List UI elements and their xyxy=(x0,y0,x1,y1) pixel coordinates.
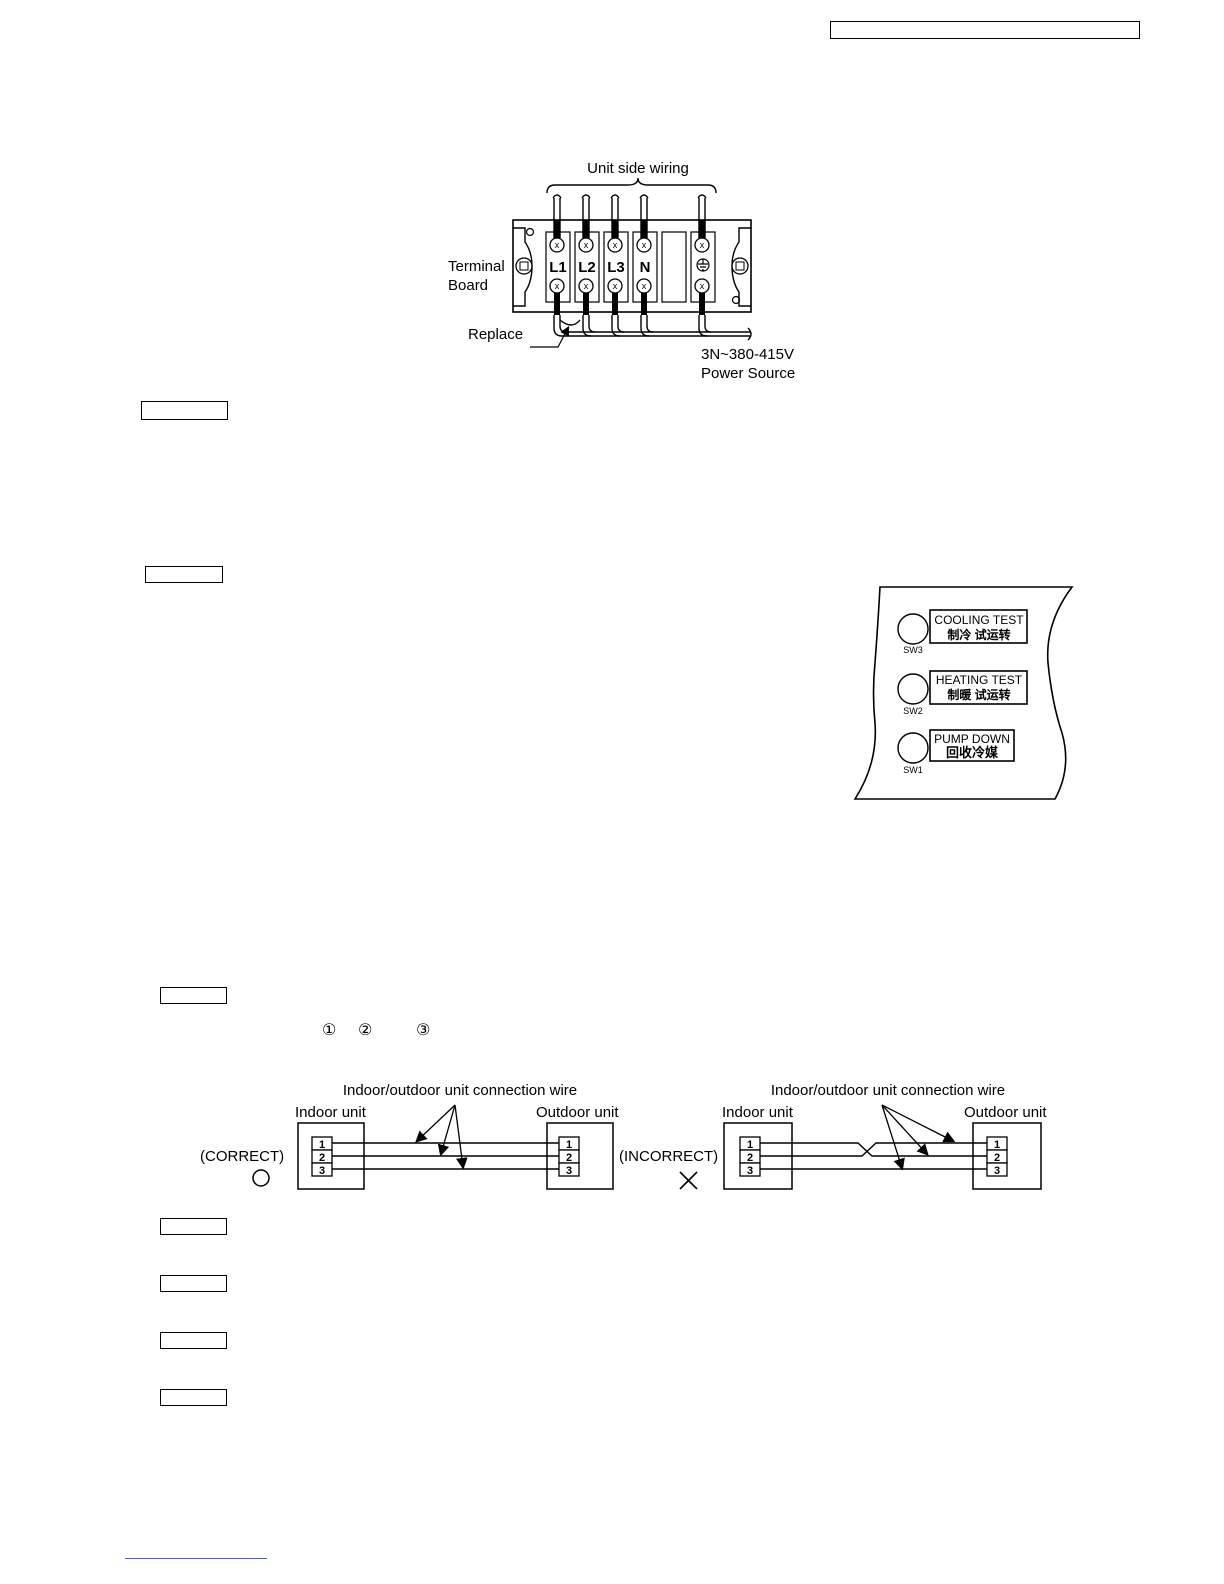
svg-text:x: x xyxy=(700,240,705,250)
correct-outdoor-label: Outdoor unit xyxy=(536,1104,619,1121)
step-label-box-7 xyxy=(160,1389,227,1406)
step-label-box-5 xyxy=(160,1275,227,1292)
test-switch-panel: SW3 COOLING TEST 制冷 试运转 SW2 HEATING TEST… xyxy=(853,586,1074,800)
svg-text:x: x xyxy=(642,240,647,250)
correct-indoor-t1: 1 xyxy=(319,1139,325,1151)
incorrect-indoor-t2: 2 xyxy=(747,1152,753,1164)
connection-wire-diagram: Indoor/outdoor unit connection wire Indo… xyxy=(200,1082,1047,1190)
svg-text:x: x xyxy=(555,240,560,250)
correct-status: (CORRECT) xyxy=(200,1148,284,1165)
terminal-l1: L1 xyxy=(549,259,567,276)
correct-outdoor-t1: 1 xyxy=(566,1139,572,1151)
correct-outdoor-t2: 2 xyxy=(566,1152,572,1164)
step-label-box-2 xyxy=(145,566,223,583)
circled-number-3: ③ xyxy=(416,1020,431,1039)
svg-text:x: x xyxy=(555,281,560,291)
correct-indoor-label: Indoor unit xyxy=(295,1104,367,1121)
correct-diagram: Indoor/outdoor unit connection wire Indo… xyxy=(200,1082,619,1190)
sw1-button[interactable] xyxy=(897,732,929,764)
replace-arrow xyxy=(530,325,570,348)
sw1-label: SW1 xyxy=(903,765,923,775)
terminal-board-label-2: Board xyxy=(448,277,488,294)
sw3-chinese: 制冷 试运转 xyxy=(947,627,1010,642)
sw1-english: PUMP DOWN xyxy=(934,732,1010,746)
sw2-label: SW2 xyxy=(903,706,923,716)
footer-link-underline[interactable] xyxy=(125,1558,267,1559)
step-label-box-1 xyxy=(141,401,228,420)
incorrect-indoor-t1: 1 xyxy=(747,1139,753,1151)
correct-indoor-t2: 2 xyxy=(319,1152,325,1164)
replace-label: Replace xyxy=(468,326,523,343)
sw3-button[interactable] xyxy=(897,613,929,645)
step-label-box-4 xyxy=(160,1218,227,1235)
svg-text:x: x xyxy=(642,281,647,291)
sw2-chinese: 制暖 试运转 xyxy=(947,687,1010,702)
svg-text:x: x xyxy=(700,281,705,291)
incorrect-status: (INCORRECT) xyxy=(619,1148,718,1165)
step-label-box-3 xyxy=(160,987,227,1004)
incorrect-diagram: Indoor/outdoor unit connection wire Indo… xyxy=(619,1082,1047,1190)
terminal-board-diagram: Unit side wiring xyxy=(448,160,795,382)
circled-number-1: ① xyxy=(322,1020,337,1039)
terminal-l3: L3 xyxy=(607,259,625,276)
terminal-board-label-1: Terminal xyxy=(448,258,505,275)
sw2-button[interactable] xyxy=(897,673,929,705)
sw3-english: COOLING TEST xyxy=(934,613,1024,627)
svg-text:x: x xyxy=(613,240,618,250)
incorrect-indoor-t3: 3 xyxy=(747,1165,753,1177)
incorrect-title: Indoor/outdoor unit connection wire xyxy=(771,1082,1005,1099)
power-source-voltage: 3N~380-415V xyxy=(701,346,794,363)
step-label-box-6 xyxy=(160,1332,227,1349)
correct-circle-icon xyxy=(252,1169,270,1187)
circled-number-2: ② xyxy=(358,1020,373,1039)
incorrect-outdoor-label: Outdoor unit xyxy=(964,1104,1047,1121)
top-screws xyxy=(549,237,710,253)
incorrect-cross-icon xyxy=(679,1171,698,1190)
svg-text:x: x xyxy=(613,281,618,291)
power-source-label: Power Source xyxy=(701,365,795,382)
unit-side-wiring-label: Unit side wiring xyxy=(587,160,689,177)
incorrect-outdoor-t2: 2 xyxy=(994,1152,1000,1164)
incorrect-indoor-label: Indoor unit xyxy=(722,1104,794,1121)
terminal-n: N xyxy=(640,259,651,276)
wiring-brace xyxy=(546,177,717,194)
svg-text:x: x xyxy=(584,281,589,291)
correct-indoor-t3: 3 xyxy=(319,1165,325,1177)
svg-text:x: x xyxy=(584,240,589,250)
sw3-label: SW3 xyxy=(903,645,923,655)
header-box xyxy=(830,21,1140,39)
incorrect-outdoor-t1: 1 xyxy=(994,1139,1000,1151)
sw2-english: HEATING TEST xyxy=(936,673,1023,687)
sw1-chinese: 回收冷媒 xyxy=(946,745,999,760)
terminal-l2: L2 xyxy=(578,259,596,276)
ground-icon xyxy=(696,258,710,272)
correct-title: Indoor/outdoor unit connection wire xyxy=(343,1082,577,1099)
incorrect-outdoor-t3: 3 xyxy=(994,1165,1000,1177)
correct-outdoor-t3: 3 xyxy=(566,1165,572,1177)
